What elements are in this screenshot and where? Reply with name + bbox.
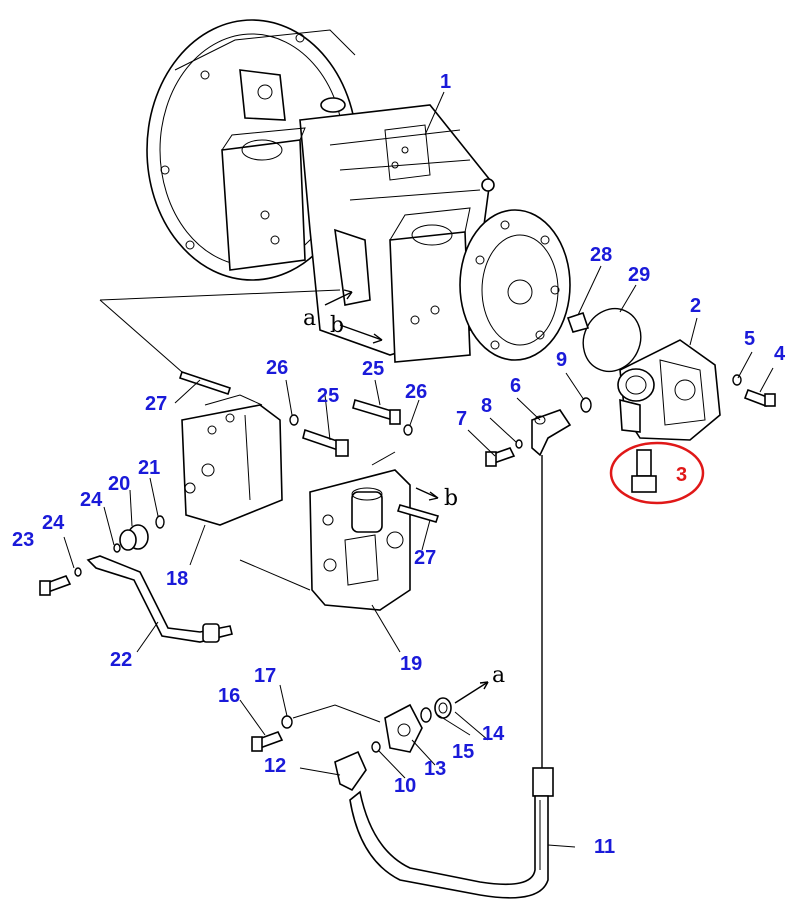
callout-10[interactable]: 10 xyxy=(394,775,416,797)
o-ring-21[interactable] xyxy=(155,515,165,529)
callout-13[interactable]: 13 xyxy=(424,758,446,780)
callout-15[interactable]: 15 xyxy=(452,741,474,763)
washer-26-right[interactable] xyxy=(403,424,413,436)
callout-25-left[interactable]: 25 xyxy=(317,385,339,407)
bolt-23[interactable] xyxy=(39,575,72,596)
o-ring-10[interactable] xyxy=(371,741,381,753)
callout-16[interactable]: 16 xyxy=(218,685,240,707)
tube-22[interactable] xyxy=(86,555,233,643)
washer-26-left[interactable] xyxy=(289,414,299,426)
callout-7[interactable]: 7 xyxy=(456,408,467,430)
callout-26-right[interactable]: 26 xyxy=(405,381,427,403)
o-ring-24-lower[interactable] xyxy=(74,567,82,577)
bolt-27-right[interactable] xyxy=(396,487,440,523)
callout-9[interactable]: 9 xyxy=(556,349,567,371)
plug-28[interactable] xyxy=(566,311,590,333)
callout-5[interactable]: 5 xyxy=(744,328,755,350)
callout-2[interactable]: 2 xyxy=(690,295,701,317)
bolt-4[interactable] xyxy=(743,388,776,408)
callout-23[interactable]: 23 xyxy=(12,529,34,551)
solenoid-valve-18[interactable] xyxy=(181,394,283,526)
plug-20[interactable] xyxy=(119,524,149,551)
ref-a-pump: a xyxy=(303,306,316,331)
callout-28[interactable]: 28 xyxy=(590,244,612,266)
callout-24-lower[interactable]: 24 xyxy=(42,512,65,534)
callout-1[interactable]: 1 xyxy=(440,71,451,93)
bolt-27-left[interactable] xyxy=(178,370,232,396)
pressure-sensor[interactable] xyxy=(609,441,705,505)
callout-27-right[interactable]: 27 xyxy=(414,547,436,569)
bolt-25-right[interactable] xyxy=(352,398,401,425)
callout-24-upper[interactable]: 24 xyxy=(80,489,103,511)
callout-3[interactable]: 3 xyxy=(676,464,687,486)
callout-4[interactable]: 4 xyxy=(774,343,786,365)
hose-11[interactable] xyxy=(349,455,576,899)
ref-a-hose: a xyxy=(492,663,505,688)
bolt-16[interactable] xyxy=(251,731,284,752)
elbow-fitting-12[interactable] xyxy=(334,750,367,792)
callout-27-left[interactable]: 27 xyxy=(145,393,167,415)
o-ring-15[interactable] xyxy=(420,707,432,723)
ref-b-pump: b xyxy=(330,313,344,338)
tee-fitting-6[interactable] xyxy=(531,409,572,457)
leader-lines xyxy=(63,91,774,779)
ref-b-valve: b xyxy=(444,486,458,511)
callout-25-right[interactable]: 25 xyxy=(362,358,384,380)
gear-pump[interactable] xyxy=(617,339,721,441)
callout-20[interactable]: 20 xyxy=(108,473,130,495)
callout-18[interactable]: 18 xyxy=(166,568,188,590)
o-ring-24-upper[interactable] xyxy=(113,543,121,553)
bolt-25-left[interactable] xyxy=(302,428,349,457)
o-ring-8[interactable] xyxy=(515,439,523,449)
washer-17[interactable] xyxy=(281,715,293,729)
callout-14[interactable]: 14 xyxy=(482,723,505,745)
callout-19[interactable]: 19 xyxy=(400,653,422,675)
main-pump-assembly[interactable] xyxy=(146,19,571,363)
callout-22[interactable]: 22 xyxy=(110,649,132,671)
seal-14[interactable] xyxy=(434,681,489,719)
o-ring-9[interactable] xyxy=(580,397,592,413)
callout-29[interactable]: 29 xyxy=(628,264,650,286)
washer-5[interactable] xyxy=(732,374,742,386)
callout-12[interactable]: 12 xyxy=(264,755,286,777)
callout-26-left[interactable]: 26 xyxy=(266,357,288,379)
callout-8[interactable]: 8 xyxy=(481,395,492,417)
callout-21[interactable]: 21 xyxy=(138,457,160,479)
callout-6[interactable]: 6 xyxy=(510,375,521,397)
callout-17[interactable]: 17 xyxy=(254,665,276,687)
control-valve-19[interactable] xyxy=(309,469,411,611)
callout-11[interactable]: 11 xyxy=(594,836,615,858)
